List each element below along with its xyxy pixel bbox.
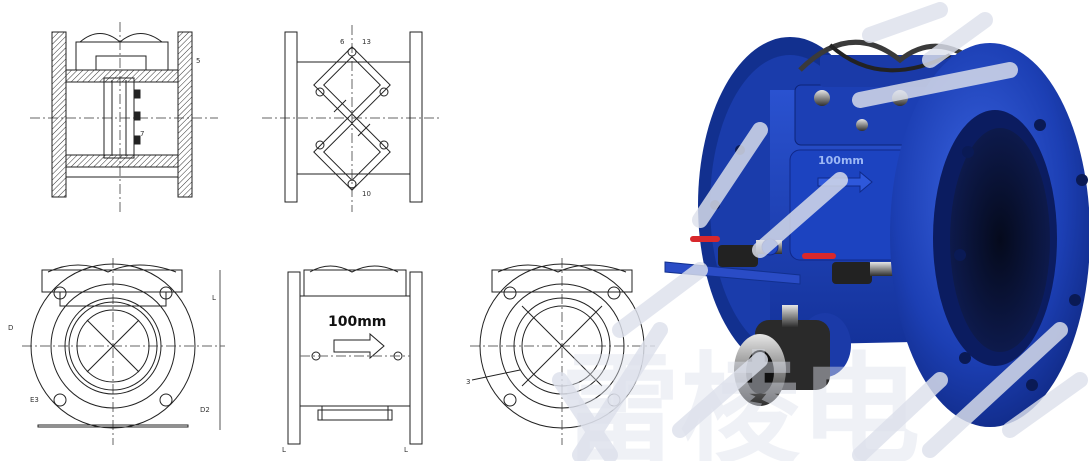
drawing-label: L (282, 446, 286, 454)
drawing-label: 3 (466, 378, 470, 386)
drawing-label: 6 (340, 38, 345, 46)
drawing-label: 10 (362, 190, 371, 198)
front-view-drawing: D E3 D2 L (8, 258, 225, 445)
watermark (552, 2, 1088, 461)
drawing-label: 13 (362, 38, 371, 46)
size-embossing: 100mm (818, 154, 864, 167)
test-cock-right (802, 253, 894, 284)
drawing-label: D2 (200, 406, 210, 414)
drawing-label: D (8, 324, 13, 332)
drawing-label: 7 (140, 130, 144, 138)
section-view-drawing: 5 7 (30, 22, 218, 215)
size-marking-drawing: 100mm (328, 314, 386, 330)
side-view-drawing: 100mm L L (282, 265, 423, 454)
drawing-label: 5 (196, 57, 200, 65)
drain-ball-valve (734, 305, 851, 406)
watermark-text: 雷棱电 (560, 342, 920, 461)
valve-photo: 100mm (664, 37, 1089, 427)
drawing-label: L (212, 294, 216, 302)
flange-bore (950, 128, 1050, 352)
drawing-label: E3 (30, 396, 39, 404)
internal-view-drawing: 6 13 10 (262, 25, 440, 212)
lifting-bar (798, 39, 987, 72)
drawing-label: L (404, 446, 408, 454)
